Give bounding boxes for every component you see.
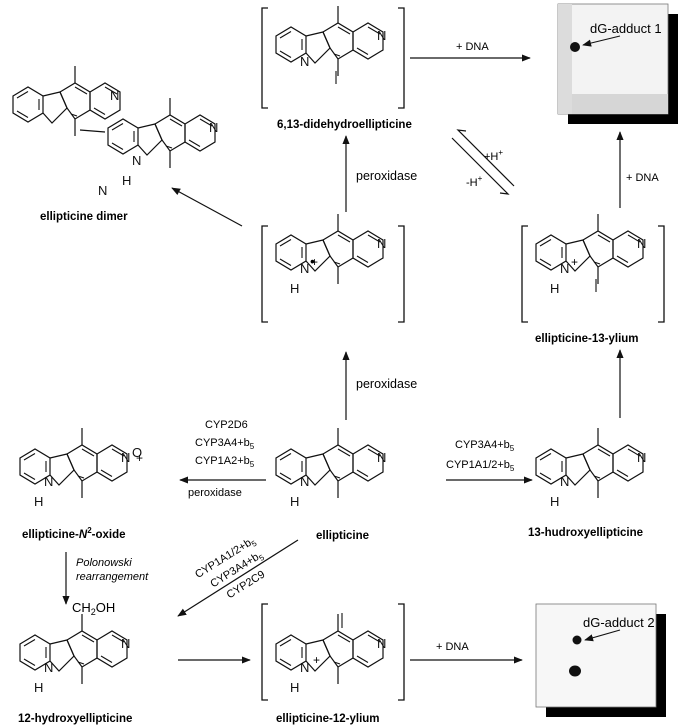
label-plus-h: +H+ [484, 148, 503, 163]
adduct1-pointer [582, 35, 621, 47]
label-plus-dna: + DNA [626, 172, 659, 184]
arrow-ellipticine-to-hydroxy12 [177, 539, 299, 617]
label-didehydroellipticine: 6,13-didehydroellipticine [277, 119, 412, 131]
atom-h: H [34, 494, 43, 509]
mol-dimer-lower [107, 97, 216, 169]
atom-n: N [377, 450, 386, 465]
atom-n: N [121, 450, 130, 465]
mol-dimer-upper [12, 65, 121, 137]
atom-n: N [44, 660, 53, 675]
cation-mark: + [313, 653, 320, 667]
arrow-radical-to-dimer [171, 187, 243, 227]
mol-ellipticine [275, 427, 384, 499]
atom-n: N [44, 474, 53, 489]
atom-h: H [122, 173, 131, 188]
bracket-right [398, 7, 405, 109]
label-ellipticine: ellipticine [316, 530, 369, 542]
atom-h: H [290, 680, 299, 695]
label-cyp1a2: CYP1A2+b5 [195, 455, 255, 469]
mol-hydroxy12 [19, 613, 128, 685]
atom-o: O [132, 445, 142, 460]
label-rearrangement: rearrangement [76, 571, 149, 583]
atom-n: N [300, 474, 309, 489]
atom-n: N [300, 54, 309, 69]
mol-ylium13 [535, 213, 644, 285]
bracket-right [398, 603, 405, 701]
label-peroxidase-lower: peroxidase [356, 377, 417, 391]
atom-n: N [209, 120, 218, 135]
atom-n: N [377, 236, 386, 251]
label-polonowski: Polonowski [76, 557, 132, 569]
mol-hydroxy13 [535, 427, 644, 499]
atom-n: N [637, 450, 646, 465]
mol-ylium12 [275, 613, 384, 685]
atom-n: N [377, 28, 386, 43]
label-peroxidase-side: peroxidase [188, 487, 242, 499]
label-ellipticine-n2-oxide: ellipticine-N2-oxide [22, 526, 126, 541]
label-ellipticine-13-ylium: ellipticine-13-ylium [535, 333, 639, 345]
autoradiogram-2 [535, 603, 666, 717]
atom-n: N [110, 88, 119, 103]
label-ellipticine-dimer: ellipticine dimer [40, 211, 128, 223]
label-12-hydroxyellipticine: 12-hydroxyellipticine [18, 713, 132, 725]
label-ellipticine-12-ylium: ellipticine-12-ylium [276, 713, 380, 725]
atom-h: H [290, 494, 299, 509]
atom-n: N [560, 474, 569, 489]
cation-mark: + [571, 255, 578, 269]
atom-n: N [300, 261, 309, 276]
atom-n: N [637, 236, 646, 251]
atom-h: H [290, 281, 299, 296]
label-cyp3a4: CYP3A4+b5 [195, 437, 255, 451]
atom-h: H [550, 281, 559, 296]
bracket-left [261, 603, 268, 701]
atom-n: N [121, 636, 130, 651]
mol-didehydroellipticine [275, 5, 384, 77]
radical-mark: • [310, 253, 315, 269]
cation-mark: + [136, 451, 143, 465]
bracket-right [398, 225, 405, 323]
label-13-hudroxyellipticine: 13-hudroxyellipticine [528, 527, 643, 539]
label-peroxidase-upper: peroxidase [356, 169, 417, 183]
adduct1-label: dG-adduct 1 [590, 21, 662, 36]
mol-noxide [19, 427, 128, 499]
label-cyp3a4-right: CYP3A4+b5 [455, 439, 515, 453]
equilibrium-reverse [456, 129, 515, 187]
ch2oh-group: CH2OH [72, 600, 115, 617]
atom-n: N [377, 636, 386, 651]
atom-n: N [98, 183, 107, 198]
label-plus-dna: + DNA [456, 41, 489, 53]
mol-ellipticine-radical [275, 213, 384, 285]
atom-h: H [550, 494, 559, 509]
label-cyp1a12-right: CYP1A1/2+b5 [446, 459, 515, 473]
adduct2-label: dG-adduct 2 [583, 615, 655, 630]
bracket-left [521, 225, 528, 323]
bracket-left [261, 7, 268, 109]
label-cyp2d6: CYP2D6 [205, 419, 248, 431]
dimer-bond [79, 129, 106, 133]
atom-n: N [300, 660, 309, 675]
atom-n: N [560, 261, 569, 276]
equilibrium-forward [451, 137, 510, 195]
autoradiogram-1 [557, 3, 678, 124]
label-plus-dna: + DNA [436, 641, 469, 653]
label-minus-h: -H+ [466, 174, 483, 189]
cation-mark: + [311, 255, 318, 269]
adduct2-pointer [584, 629, 621, 642]
atom-h: H [34, 680, 43, 695]
bracket-right [658, 225, 665, 323]
bracket-left [261, 225, 268, 323]
atom-n: N [132, 153, 141, 168]
